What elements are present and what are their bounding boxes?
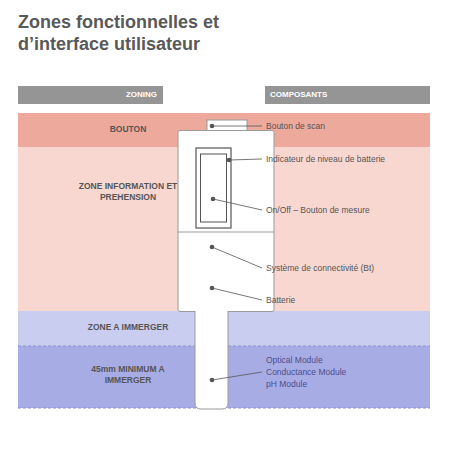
device-body xyxy=(178,131,274,312)
component-label: Batterie xyxy=(266,295,295,306)
zone-label: ZONE A IMMERGER xyxy=(88,322,169,333)
text-holder: COMPOSANTS xyxy=(265,86,430,104)
leader-dot xyxy=(210,378,215,383)
text-holder: ZONING xyxy=(18,86,163,104)
zone-label: ZONE INFORMATION ET PREHENSION xyxy=(68,181,188,203)
component-label: Bouton de scan xyxy=(266,121,325,132)
text-holder: 45mm MINIMUM A IMMERGER xyxy=(68,360,188,390)
screen xyxy=(201,154,227,222)
leader-line xyxy=(212,126,262,127)
zone-label: 45mm MINIMUM A IMMERGER xyxy=(68,364,188,386)
leader-dot xyxy=(227,158,232,163)
component-label: Système de connectivité (Bt) xyxy=(266,263,374,274)
header-bar: COMPOSANTS xyxy=(265,86,430,104)
component-label: pH Module xyxy=(266,379,307,390)
component-label: Conductance Module xyxy=(266,367,346,378)
leader-dot xyxy=(211,197,216,202)
leader-dot xyxy=(210,124,215,129)
header-bar: ZONING xyxy=(18,86,163,104)
text-holder: BOUTON xyxy=(68,121,188,139)
text-holder: ZONE INFORMATION ET PREHENSION xyxy=(68,177,188,207)
header-label: COMPOSANTS xyxy=(265,90,327,100)
leader-line xyxy=(212,372,262,380)
body-divider xyxy=(178,232,274,233)
zone-label: BOUTON xyxy=(110,124,147,135)
leader-dot xyxy=(210,245,215,250)
leader-line xyxy=(212,288,262,300)
text-holder: ZONE A IMMERGER xyxy=(78,313,178,343)
probe xyxy=(195,311,228,409)
component-label: Indicateur de niveau de batterie xyxy=(266,154,385,165)
component-label: On/Off – Bouton de mesure xyxy=(266,205,370,216)
leader-line xyxy=(213,199,262,210)
scan-button xyxy=(207,120,247,131)
component-label: Optical Module xyxy=(266,355,323,366)
leader-dot xyxy=(210,286,215,291)
screen-frame xyxy=(196,148,231,228)
header-label: ZONING xyxy=(126,90,163,100)
leader-line xyxy=(212,247,262,268)
leader-line xyxy=(229,159,262,160)
diagram-title: Zones fonctionnelles et d’interface util… xyxy=(18,12,293,55)
